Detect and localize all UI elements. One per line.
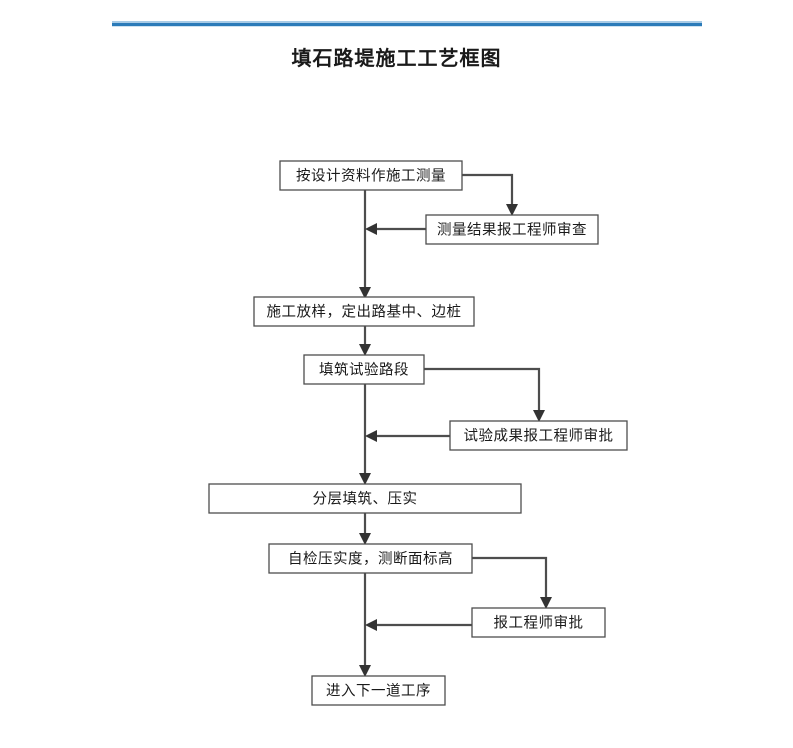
header-rule-light-band — [112, 21, 702, 23]
node-box[interactable] — [449, 420, 628, 451]
node-label: 按设计资料作施工测量 — [296, 168, 446, 185]
connector-n7-to-n8 — [472, 556, 548, 602]
flowchart-node-6[interactable]: 分层填筑、压实 — [208, 483, 522, 514]
node-label: 自检压实度，测断面标高 — [288, 551, 453, 568]
node-label: 分层填筑、压实 — [313, 491, 418, 508]
page-title: 填石路堤施工工艺框图 — [291, 46, 502, 70]
flowchart-node-9[interactable]: 进入下一道工序 — [311, 675, 446, 706]
node-label: 施工放样，定出路基中、边桩 — [267, 304, 462, 321]
node-box[interactable] — [279, 160, 463, 191]
header-divider-rule — [112, 21, 702, 27]
header-rule-shadow-band — [112, 26, 702, 27]
node-label: 进入下一道工序 — [326, 683, 431, 700]
arrowhead-n4-to-n5 — [533, 410, 545, 422]
node-label: 报工程师审批 — [494, 615, 584, 632]
arrowhead-n8-to-trunk — [365, 619, 377, 631]
node-box[interactable] — [303, 354, 425, 385]
arrowhead-n7-to-n8 — [540, 597, 552, 609]
arrowhead-n3-to-n4 — [359, 344, 371, 356]
flowchart-node-5[interactable]: 试验成果报工程师审批 — [449, 420, 628, 451]
connector-n4-to-n5 — [424, 367, 541, 415]
node-label: 填筑试验路段 — [319, 362, 409, 379]
arrowhead-n1-to-n3 — [359, 287, 371, 299]
flowchart-node-2[interactable]: 测量结果报工程师审查 — [425, 214, 599, 245]
arrowhead-n6-to-n7 — [359, 533, 371, 545]
arrowhead-n4-to-n6 — [359, 473, 371, 485]
node-box[interactable] — [425, 214, 599, 245]
connector-n1-to-n2 — [462, 173, 514, 209]
arrowhead-n5-to-trunk — [365, 430, 377, 442]
arrowhead-n7-to-n9 — [359, 665, 371, 677]
flowchart-node-1[interactable]: 按设计资料作施工测量 — [279, 160, 463, 191]
node-box[interactable] — [253, 296, 475, 327]
flowchart-node-7[interactable]: 自检压实度，测断面标高 — [268, 543, 473, 574]
arrowhead-n1-to-n2 — [506, 204, 518, 216]
arrowhead-n2-to-trunk — [365, 223, 377, 235]
flowchart-node-8[interactable]: 报工程师审批 — [471, 607, 606, 638]
flowchart-node-3[interactable]: 施工放样，定出路基中、边桩 — [253, 296, 475, 327]
node-box[interactable] — [268, 543, 473, 574]
node-box[interactable] — [471, 607, 606, 638]
node-label: 测量结果报工程师审查 — [437, 222, 587, 239]
node-box[interactable] — [311, 675, 446, 706]
node-label: 试验成果报工程师审批 — [464, 428, 614, 445]
flowchart-node-4[interactable]: 填筑试验路段 — [303, 354, 425, 385]
node-box[interactable] — [208, 483, 522, 514]
header-rule-dark-band — [112, 23, 702, 26]
flowchart-connectors — [359, 173, 552, 677]
